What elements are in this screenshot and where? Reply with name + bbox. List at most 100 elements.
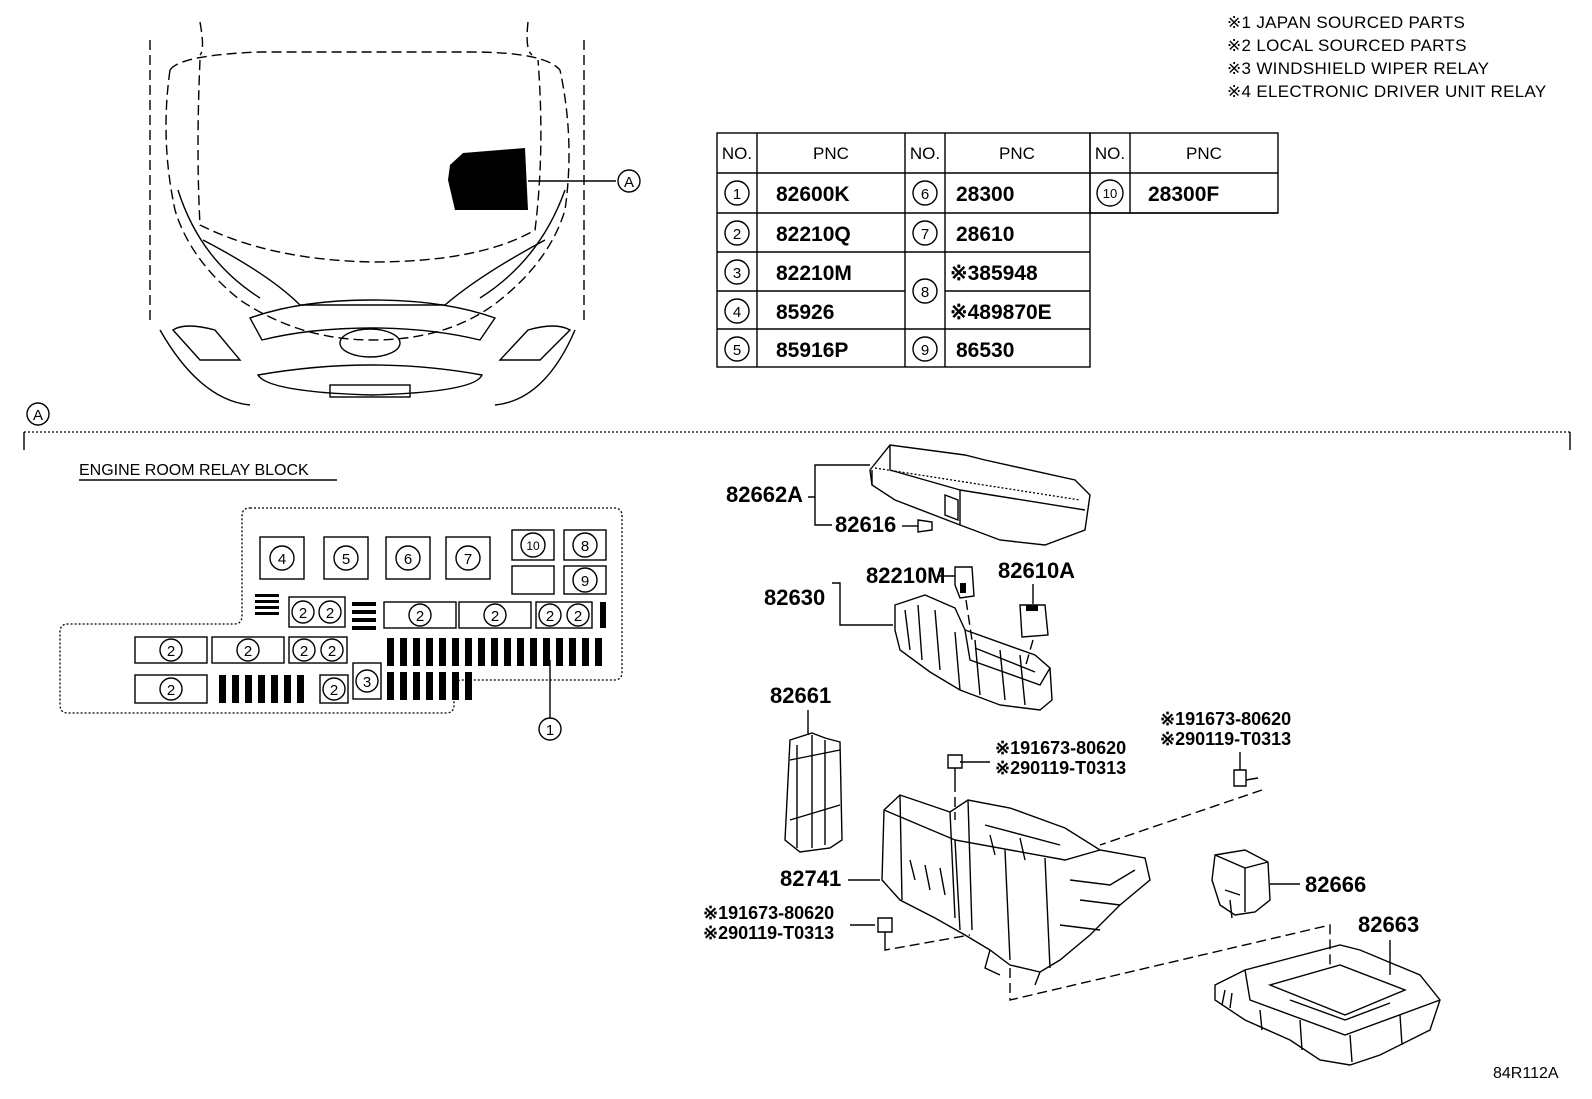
svg-text:2: 2: [330, 682, 338, 699]
fuse-mark: [400, 638, 407, 666]
table-row: 3 82210M: [724, 259, 852, 285]
svg-text:※385948: ※385948: [950, 262, 1038, 285]
svg-text:9: 9: [581, 573, 589, 590]
bolt-1b-label: ※290119-T0313: [995, 758, 1126, 778]
fuse-mark: [426, 672, 433, 700]
col-pnc-header-1: PNC: [813, 144, 849, 163]
fuse-mark: [465, 672, 472, 700]
fuse-mark: [413, 638, 420, 666]
table-row: 4 85926: [724, 298, 834, 324]
table-row: 1 82600K: [724, 180, 850, 206]
svg-text:8: 8: [581, 538, 589, 555]
table-row: 6 28300: [912, 180, 1014, 206]
fuse-mark: [582, 638, 589, 666]
fuse-mark: [232, 675, 239, 703]
svg-text:6: 6: [921, 186, 929, 203]
svg-text:10: 10: [1103, 186, 1117, 201]
part-82616-label: 82616: [835, 512, 896, 537]
note-1: ※1 JAPAN SOURCED PARTS: [1227, 13, 1465, 32]
bolt-3b-label: ※290119-T0313: [703, 923, 834, 943]
svg-text:7: 7: [464, 551, 472, 568]
col-pnc-header-3: PNC: [1186, 144, 1222, 163]
fuse-mark: [465, 638, 472, 666]
svg-text:85926: 85926: [776, 301, 834, 324]
svg-text:3: 3: [363, 674, 371, 691]
table-row: 2 82210Q: [724, 220, 851, 246]
fuse-mark: [543, 638, 550, 666]
svg-text:2: 2: [167, 682, 175, 699]
cover-82662A: [869, 444, 1091, 546]
svg-text:2: 2: [733, 226, 741, 243]
relay-block-callout-1: 1: [546, 722, 554, 739]
callout-a-label: A: [624, 174, 634, 191]
bolt-2a-label: ※191673-80620: [1160, 709, 1291, 729]
svg-text:※489870E: ※489870E: [950, 301, 1052, 324]
svg-text:82600K: 82600K: [776, 183, 850, 206]
svg-text:2: 2: [244, 643, 252, 660]
svg-text:85916P: 85916P: [776, 339, 848, 362]
part-82741-label: 82741: [780, 866, 841, 891]
col-pnc-header-2: PNC: [999, 144, 1035, 163]
svg-text:28610: 28610: [956, 223, 1014, 246]
notes-legend: ※1 JAPAN SOURCED PARTS ※2 LOCAL SOURCED …: [1227, 13, 1547, 101]
fuse-mark: [387, 672, 394, 700]
svg-text:4: 4: [278, 551, 286, 568]
part-82662A-label: 82662A: [726, 482, 803, 507]
part-82210M-label: 82210M: [866, 563, 946, 588]
bolt-1a-label: ※191673-80620: [995, 738, 1126, 758]
section-a-label: A: [33, 407, 43, 424]
col-no-header-1: NO.: [722, 144, 752, 163]
pnc-table: NO. PNC NO. PNC NO. PNC 1 82600K 2 82210…: [716, 132, 1279, 368]
part-82666-label: 82666: [1305, 872, 1366, 897]
bracket-82666: [1211, 849, 1271, 919]
svg-text:2: 2: [300, 643, 308, 660]
part-82663-label: 82663: [1358, 912, 1419, 937]
svg-text:3: 3: [733, 265, 741, 282]
fuse-mark: [491, 638, 498, 666]
part-82610A-label: 82610A: [998, 558, 1075, 583]
fuse-mark: [439, 638, 446, 666]
exploded-parts: 82662A 82616 82210M 82610A 82630 82661: [703, 444, 1559, 1082]
tray-82663: [1214, 944, 1441, 1066]
fuse-mark: [297, 675, 304, 703]
fuse-mark: [556, 638, 563, 666]
svg-text:7: 7: [921, 226, 929, 243]
relay-box-82741: [881, 794, 1151, 986]
fuse-mark: [504, 638, 511, 666]
svg-text:2: 2: [299, 605, 307, 622]
svg-text:9: 9: [921, 342, 929, 359]
svg-text:2: 2: [491, 608, 499, 625]
table-row: 10 28300F: [1096, 179, 1219, 207]
fuse-mark: [219, 675, 226, 703]
relay-block-title: ENGINE ROOM RELAY BLOCK: [79, 462, 309, 479]
vehicle-top-view: A: [149, 21, 641, 406]
fuse-block-82630: [894, 594, 1053, 711]
note-2: ※2 LOCAL SOURCED PARTS: [1227, 36, 1467, 55]
fuse-mark: [569, 638, 576, 666]
diagram-code: 84R112A: [1493, 1065, 1559, 1082]
table-row: 5 85916P: [724, 336, 848, 362]
col-no-header-3: NO.: [1095, 144, 1125, 163]
svg-text:2: 2: [167, 643, 175, 660]
fuse-mark: [439, 672, 446, 700]
svg-text:2: 2: [416, 608, 424, 625]
fuse-mark: [387, 638, 394, 666]
svg-text:5: 5: [733, 342, 741, 359]
table-row: 9 86530: [912, 336, 1014, 362]
table-row: 8 ※385948 ※489870E: [912, 262, 1052, 324]
svg-text:6: 6: [404, 551, 412, 568]
svg-text:28300: 28300: [956, 183, 1014, 206]
fuse-mark: [452, 638, 459, 666]
bracket-82661: [784, 732, 843, 853]
note-4: ※4 ELECTRONIC DRIVER UNIT RELAY: [1227, 82, 1547, 101]
fuse-mark: [478, 638, 485, 666]
svg-text:8: 8: [921, 284, 929, 301]
bolt-3a-label: ※191673-80620: [703, 903, 834, 923]
fuse-mark: [284, 675, 291, 703]
section-a-frame: A: [23, 402, 1571, 450]
part-82661-label: 82661: [770, 683, 831, 708]
fuse-mark: [595, 638, 602, 666]
svg-text:28300F: 28300F: [1148, 183, 1219, 206]
table-row: 7 28610: [912, 220, 1014, 246]
fuse-mark: [452, 672, 459, 700]
